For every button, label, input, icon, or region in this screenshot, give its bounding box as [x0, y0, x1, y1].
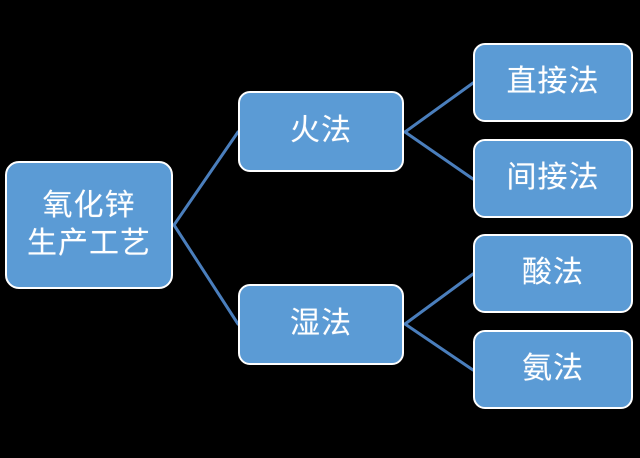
leaf-direct-method[interactable]: 直接法	[473, 43, 633, 122]
connector-pyrometallurgy-to-direct	[403, 81, 475, 134]
connector-root-to-pyrometallurgy	[172, 130, 240, 227]
branch-hydrometallurgy[interactable]: 湿法	[238, 284, 404, 365]
leaf-indirect-method-label: 间接法	[506, 161, 600, 195]
leaf-acid-method[interactable]: 酸法	[473, 234, 633, 313]
leaf-ammonia-method[interactable]: 氨法	[473, 330, 633, 409]
leaf-direct-method-label: 直接法	[506, 65, 600, 99]
connector-hydrometallurgy-to-ammonia	[403, 322, 475, 372]
leaf-indirect-method[interactable]: 间接法	[473, 139, 633, 218]
root-node[interactable]: 氧化锌 生产工艺	[5, 161, 173, 289]
connector-root-to-hydrometallurgy	[172, 223, 240, 326]
branch-pyrometallurgy-label: 火法	[290, 114, 352, 148]
branch-pyrometallurgy[interactable]: 火法	[238, 91, 404, 172]
leaf-ammonia-method-label: 氨法	[522, 352, 584, 386]
connector-pyrometallurgy-to-indirect	[403, 130, 475, 181]
branch-hydrometallurgy-label: 湿法	[290, 307, 352, 341]
connector-hydrometallurgy-to-acid	[403, 272, 475, 326]
root-node-label: 氧化锌 生产工艺	[27, 188, 151, 260]
leaf-acid-method-label: 酸法	[522, 256, 584, 290]
